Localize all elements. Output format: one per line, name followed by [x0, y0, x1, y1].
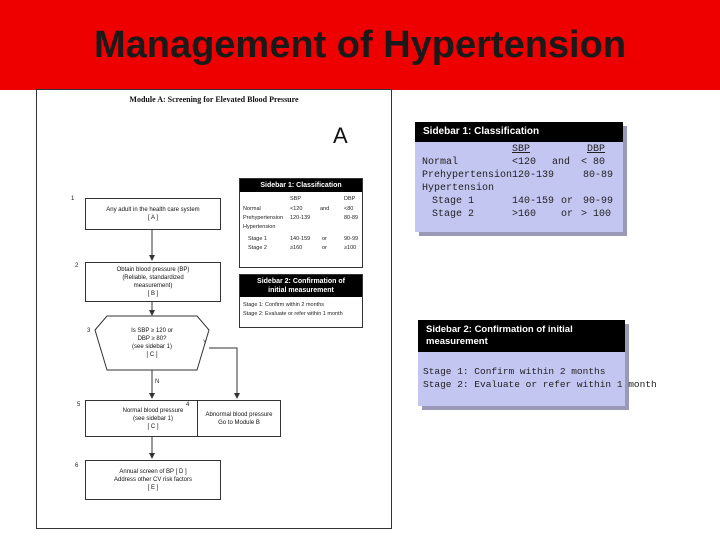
- row-conj: or: [322, 236, 327, 242]
- yes-label: Y: [203, 340, 208, 346]
- step-text: (see sidebar 1): [131, 344, 173, 350]
- row-conj: and: [552, 157, 571, 168]
- step-text: Is SBP ≥ 120 or: [131, 328, 173, 334]
- row-dbp: 80-89: [583, 170, 614, 181]
- row-label: Stage 1: [248, 236, 267, 242]
- module-letter: A: [333, 123, 348, 148]
- step-ref: [ E ]: [147, 485, 159, 491]
- module-a-flowchart: Module A: Screening for Elevated Blood P…: [36, 89, 392, 529]
- mini-sidebar-row: Stage 1: Confirm within 2 months: [243, 302, 325, 308]
- row-sbp: 120-139: [290, 215, 311, 221]
- mini-sidebar-header: Sidebar 1: Classification: [240, 179, 362, 192]
- row-sbp: >160: [512, 209, 537, 220]
- step-ref: [ C ]: [146, 352, 158, 358]
- mini-sidebar-classification: Sidebar 1: Classification SBP DBP Normal…: [239, 178, 363, 268]
- sidebar-confirmation: Sidebar 2: Confirmation of initial measu…: [418, 320, 657, 406]
- step-ref: [ C ]: [147, 423, 159, 430]
- row-label: Stage 2: [432, 209, 475, 220]
- step-number: 4: [186, 402, 190, 408]
- step-text: Annual screen of BP [ D ]: [119, 469, 187, 475]
- step-number: 2: [75, 263, 79, 269]
- row-conj: or: [561, 209, 574, 220]
- row-conj: or: [561, 196, 574, 207]
- row-conj: or: [322, 245, 327, 251]
- row-sbp: <120: [290, 206, 303, 212]
- col-sbp: SBP: [290, 196, 302, 202]
- row-label: Normal: [243, 206, 261, 212]
- sidebar-classification: Sidebar 1: Classification SBP DBP Normal…: [415, 122, 623, 232]
- col-dbp: DBP: [344, 196, 356, 202]
- sidebar-row: Stage 2: Evaluate or refer within 1 mont…: [423, 379, 657, 390]
- row-sbp: 140-159: [512, 196, 555, 207]
- step-number: 5: [77, 402, 81, 408]
- row-sbp: ≥160: [290, 245, 303, 251]
- decision-hexagon: [94, 315, 210, 371]
- step-text: Obtain blood pressure (BP): [116, 267, 190, 273]
- step-ref: [ B ]: [147, 291, 159, 297]
- step-text: (Reliable, standardized: [122, 275, 184, 281]
- mini-sidebar-header: Sidebar 2: Confirmation of initial measu…: [240, 275, 362, 297]
- step-text: Go to Module B: [218, 419, 260, 426]
- step-number: 3: [87, 328, 91, 334]
- row-conj: and: [320, 206, 330, 212]
- row-dbp: > 100: [581, 209, 612, 220]
- step-text: DBP ≥ 80?: [137, 336, 167, 342]
- col-sbp: SBP: [512, 144, 531, 155]
- slide-title: Management of Hypertension: [93, 24, 627, 66]
- sidebar-header: Sidebar 1: Classification: [415, 122, 623, 142]
- flow-step-4: Abnormal blood pressure Go to Module B: [197, 400, 281, 437]
- step-text: (see sidebar 1): [132, 415, 174, 422]
- row-label: Hypertension: [243, 224, 276, 230]
- row-sbp: 120-139: [512, 170, 555, 181]
- row-label: Prehypertension: [422, 170, 513, 181]
- mini-sidebar-confirmation: Sidebar 2: Confirmation of initial measu…: [239, 274, 363, 328]
- step-text: Abnormal blood pressure: [205, 411, 273, 418]
- mini-sidebar-header-line: Sidebar 2: Confirmation of: [257, 278, 345, 285]
- module-title: Module A: Screening for Elevated Blood P…: [129, 95, 299, 104]
- sidebar-header: Sidebar 2: Confirmation of initial measu…: [418, 320, 625, 352]
- row-dbp: <80: [344, 206, 354, 212]
- connector-3-4: [209, 347, 240, 399]
- row-dbp: ≥100: [344, 245, 357, 251]
- flow-step-3: Is SBP ≥ 120 or DBP ≥ 80? (see sidebar 1…: [107, 321, 197, 365]
- row-dbp: 80-89: [344, 215, 359, 221]
- step-number: 6: [75, 463, 79, 469]
- flow-step-1: Any adult in the health care system [ A …: [85, 198, 221, 230]
- row-label: Stage 2: [248, 245, 267, 251]
- flow-connectors: [94, 229, 240, 459]
- row-sbp: <120: [512, 157, 537, 168]
- step-text: Address other CV risk factors: [113, 477, 193, 483]
- step-number: 1: [71, 196, 75, 202]
- no-label: N: [155, 379, 160, 385]
- flow-step-6: Annual screen of BP [ D ] Address other …: [85, 460, 221, 500]
- sidebar-row: Stage 1: Confirm within 2 months: [423, 366, 606, 377]
- step-ref: [ A ]: [147, 215, 158, 221]
- mini-sidebar-row: Stage 2: Evaluate or refer within 1 mont…: [243, 311, 343, 317]
- title-bar: [0, 0, 720, 90]
- row-dbp: 90-99: [344, 236, 359, 242]
- row-label: Normal: [422, 157, 459, 168]
- row-dbp: 90-99: [583, 196, 614, 207]
- step-text: Normal blood pressure: [122, 407, 184, 414]
- row-label: Prehypertension: [243, 215, 284, 221]
- row-label: Stage 1: [432, 196, 475, 207]
- row-dbp: < 80: [581, 157, 606, 168]
- step-text: measurement): [133, 283, 173, 289]
- col-dbp: DBP: [587, 144, 606, 155]
- row-sbp: 140-159: [290, 236, 311, 242]
- flow-step-2: Obtain blood pressure (BP) (Reliable, st…: [85, 262, 221, 302]
- mini-sidebar-header-line: initial measurement: [268, 287, 334, 294]
- step-text: Any adult in the health care system: [106, 207, 200, 213]
- row-label: Hypertension: [422, 183, 495, 194]
